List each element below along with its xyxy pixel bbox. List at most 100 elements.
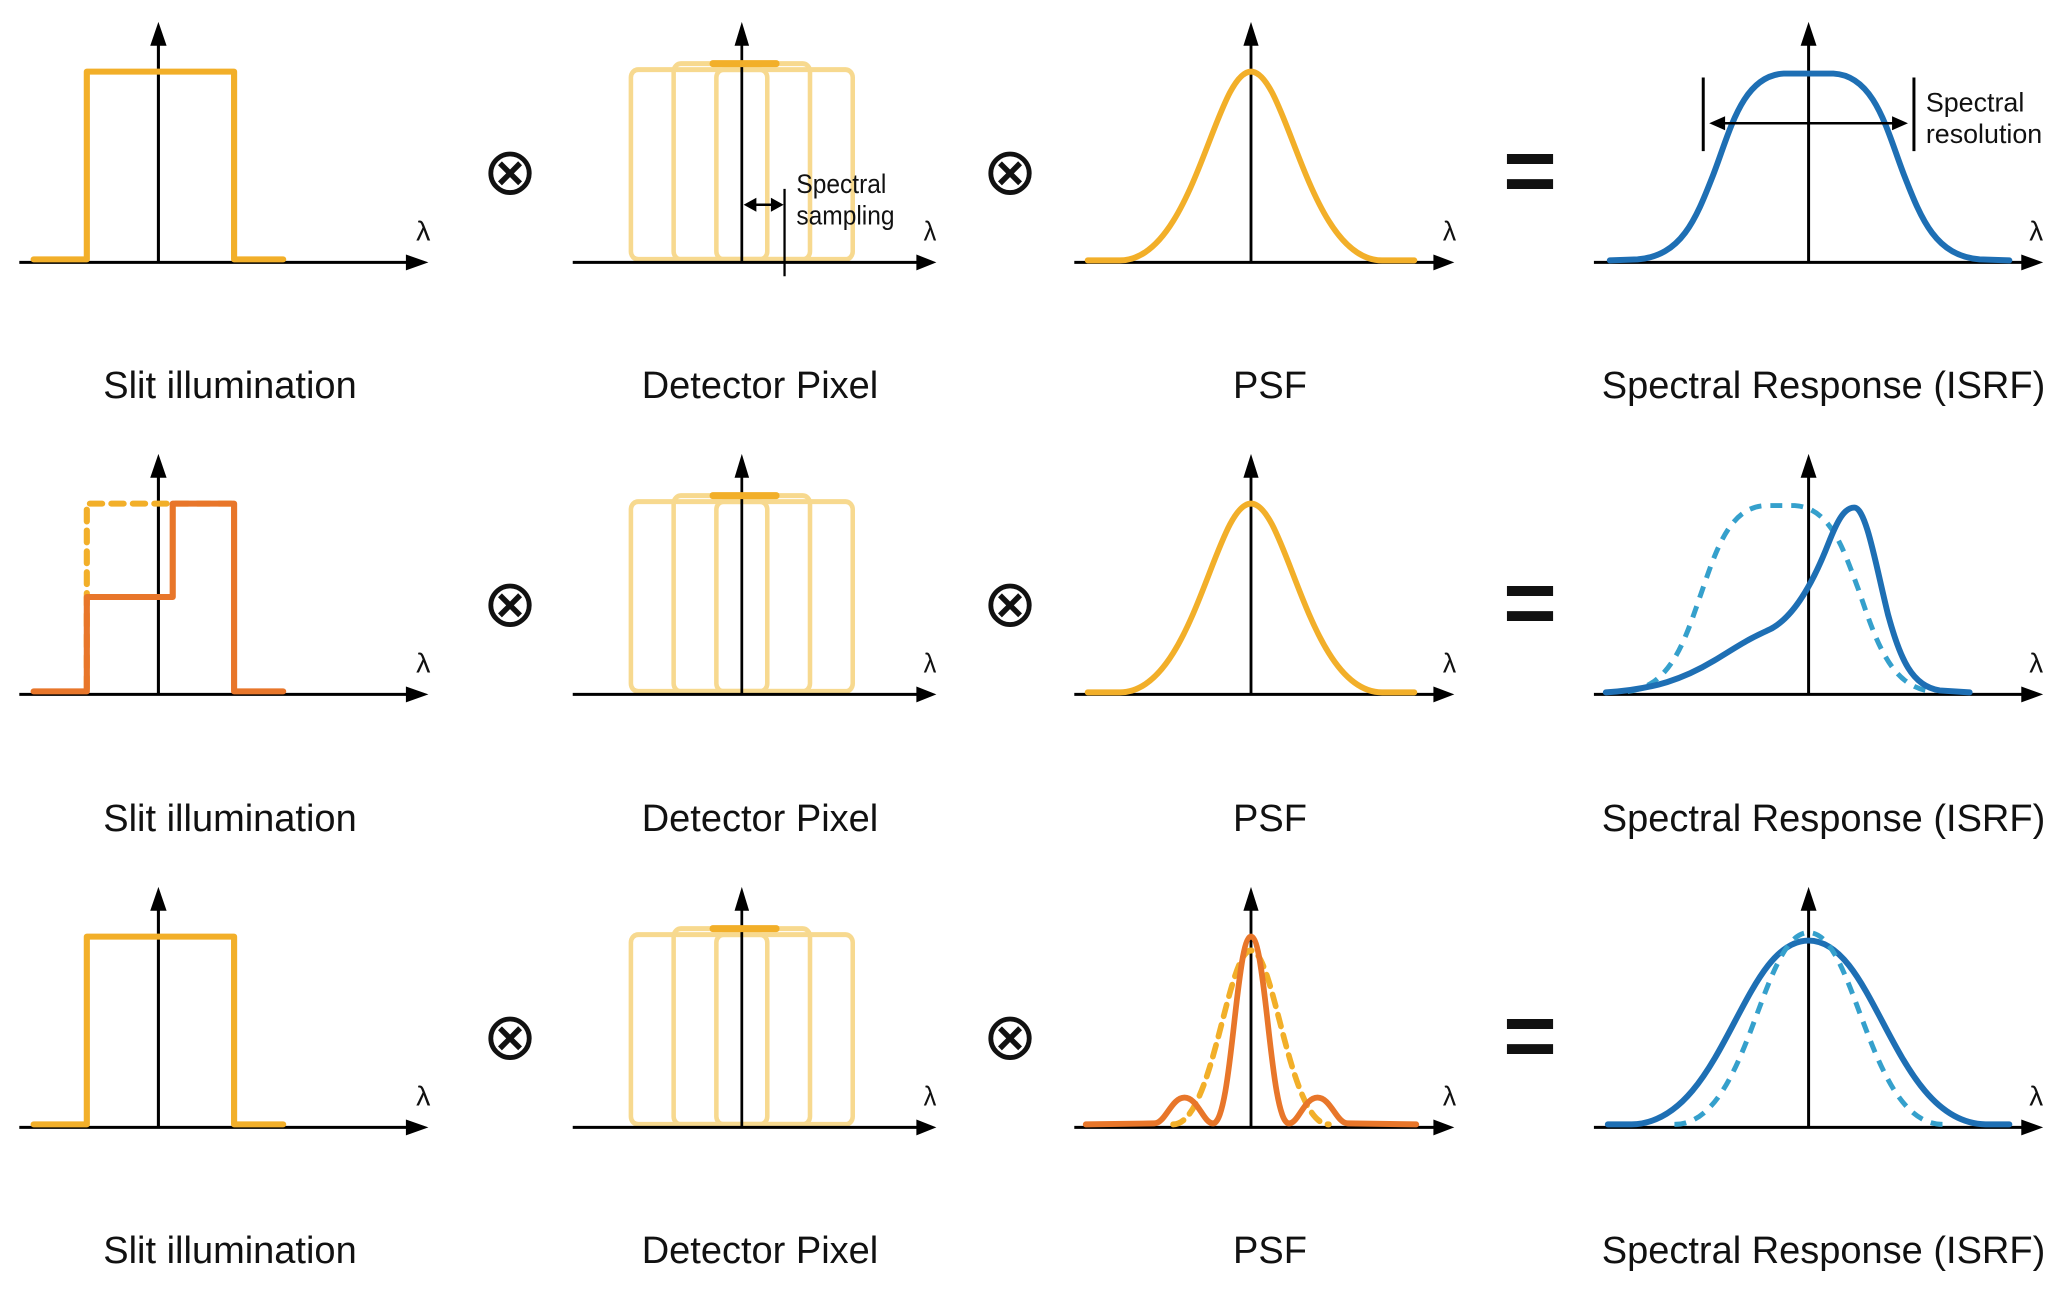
isrf-flattop-curve [1606,70,2013,264]
axes [1074,453,1455,703]
plot-psf-row1: λ [1074,21,1457,271]
lambda-label: λ [2029,648,2043,679]
convolution-operator: ⊗ [482,998,538,1073]
psf-gaussian-dashed-reference [1170,947,1332,1128]
spectral-sampling-text-line1: Spectral [796,170,886,199]
plot-detector-pixel-row1: Spectral sampling λ [572,21,937,277]
axes [1593,886,2044,1136]
convolution-operator: ⊗ [982,565,1038,640]
plot-slit-illumination-row3: λ [19,886,430,1136]
plot-label-isrf-row3: Spectral Response (ISRF) [1601,1230,2046,1272]
plot-label-slit-row3: Slit illumination [103,1230,357,1272]
spectral-sampling-annotation: Spectral sampling [743,170,895,277]
diagram-row-2: λ Slit illumination ⊗ [0,432,2067,865]
equals-operator: = [1503,119,1557,222]
lambda-label: λ [416,1080,430,1112]
equals-operator: = [1503,984,1557,1087]
axes [1074,886,1455,1136]
plot-label-slit-row1: Slit illumination [103,365,357,407]
plot-isrf-row3: λ [1593,886,2044,1136]
convolution-operator: ⊗ [982,998,1038,1073]
operator-cell: = [1480,865,1580,1201]
equals-operator: = [1503,551,1557,654]
plot-cell-psf-row1: λ PSF [1060,0,1480,432]
plot-label-psf-row2: PSF [1233,798,1307,840]
convolution-operator: ⊗ [982,133,1038,208]
pixel-rect-left [628,932,770,1127]
lambda-label: λ [924,647,937,678]
lambda-label: λ [1443,647,1457,679]
isrf-nominal-dashed-curve [1674,930,1943,1127]
lambda-label: λ [1443,1080,1457,1112]
operator-cell: ⊗ [960,0,1060,336]
plot-cell-detector-row2: λ Detector Pixel [560,432,960,865]
spectral-resolution-text-line2: resolution [1926,119,2042,149]
axes [19,453,429,703]
psf-sinc-curve [1082,933,1420,1128]
pixel-rect-left [628,499,770,694]
plot-label-slit-row2: Slit illumination [103,798,357,840]
operator-cell: = [1480,432,1580,768]
convolution-operator: ⊗ [482,565,538,640]
plot-slit-illumination-row1: λ [19,21,430,271]
isrf-broadened-curve [1604,937,2013,1128]
isrf-skewed-curve [1602,504,1973,696]
plot-cell-isrf-row3: λ Spectral Response (ISRF) [1580,865,2067,1297]
operator-cell: ⊗ [960,432,1060,768]
plot-cell-slit-row3: λ Slit illumination [0,865,460,1297]
isrf-nominal-dashed-curve [1627,503,1927,694]
operator-cell: ⊗ [460,865,560,1201]
plot-label-psf-row1: PSF [1233,365,1307,407]
pixel-rect-right [714,932,855,1127]
operator-cell: = [1480,0,1580,336]
axes [1593,21,2044,271]
plot-label-isrf-row2: Spectral Response (ISRF) [1601,798,2046,840]
slit-tophat-curve [30,68,287,263]
plot-cell-slit-row1: λ Slit illumination [0,0,460,432]
plot-cell-psf-row3: λ PSF [1060,865,1480,1297]
plot-label-isrf-row1: Spectral Response (ISRF) [1601,365,2046,407]
axes [1593,453,2044,703]
psf-gaussian-curve [1084,500,1418,696]
plot-cell-isrf-row2: λ Spectral Response (ISRF) [1580,432,2067,865]
spectral-sampling-text-line2: sampling [796,202,894,231]
lambda-label: λ [416,647,430,679]
lambda-label: λ [416,215,430,247]
convolution-operator: ⊗ [482,133,538,208]
axes [19,886,429,1136]
slit-tophat-curve [30,933,287,1128]
lambda-label: λ [2029,216,2043,247]
axes [572,21,937,271]
spectral-resolution-text-line1: Spectral [1926,87,2024,117]
axes [19,21,429,271]
operator-cell: ⊗ [960,865,1060,1201]
plot-label-detector-row2: Detector Pixel [641,798,879,840]
plot-label-detector-row1: Detector Pixel [641,365,879,407]
lambda-label: λ [924,215,937,246]
operator-cell: ⊗ [460,432,560,768]
diagram-row-1: λ Slit illumination ⊗ [0,0,2067,432]
lambda-label: λ [2029,1081,2043,1112]
pixel-rect-right [714,499,855,694]
axes [572,886,937,1136]
slit-step-curve [30,500,287,695]
plot-detector-pixel-row3: λ [572,886,937,1136]
spectral-resolution-annotation: Spectral resolution [1701,77,2042,152]
plot-isrf-row1: Spectral resolution λ [1593,21,2044,271]
plot-cell-isrf-row1: Spectral resolution λ Spectral Response … [1580,0,2067,432]
plot-cell-detector-row1: Spectral sampling λ Detector Pixel [560,0,960,432]
plot-label-psf-row3: PSF [1233,1230,1307,1272]
plot-slit-illumination-row2: λ [19,453,430,703]
plot-cell-psf-row2: λ PSF [1060,432,1480,865]
lambda-label: λ [924,1080,937,1111]
operator-cell: ⊗ [460,0,560,336]
pixel-rect-left [628,67,770,262]
plot-psf-row3: λ [1074,886,1457,1136]
plot-detector-pixel-row2: λ [572,453,937,703]
axes [572,453,937,703]
plot-label-detector-row3: Detector Pixel [641,1230,879,1272]
plot-isrf-row2: λ [1593,453,2044,703]
plot-psf-row2: λ [1074,453,1457,703]
axes [1074,21,1455,271]
